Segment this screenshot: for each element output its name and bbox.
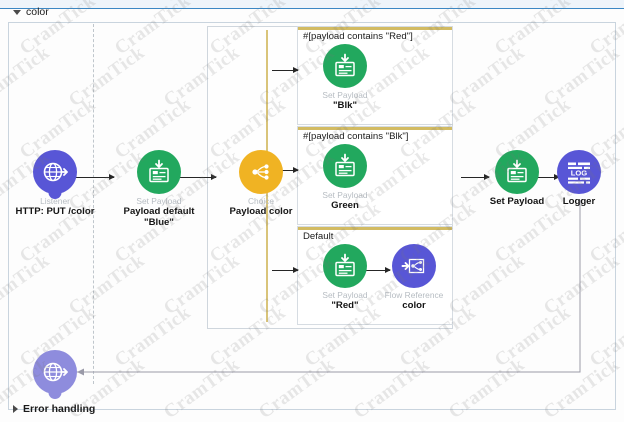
branch-condition-label: Default [303, 231, 334, 242]
node-type-label: Set Payload [322, 290, 368, 300]
triangle-down-icon[interactable] [13, 9, 21, 15]
branch-top-bar [298, 27, 452, 30]
node-flow-reference-color[interactable]: Flow Reference color [369, 244, 459, 311]
choice-bubble[interactable] [239, 150, 283, 194]
node-set-payload-tail[interactable]: Set Payload [472, 150, 562, 207]
globe-arrow-icon [43, 162, 68, 182]
node-type-label: Flow Reference [384, 290, 444, 300]
node-name-label: color [402, 300, 426, 311]
node-name-label: Set Payload [489, 196, 545, 207]
node-name-label: Payload default [123, 206, 195, 217]
node-set-payload-blk[interactable]: Set Payload "Blk" [300, 44, 390, 111]
node-name-label: Payload color [229, 206, 293, 217]
triangle-right-icon[interactable] [13, 405, 18, 413]
node-logger[interactable]: LOG Logger [534, 150, 624, 207]
listener-bubble[interactable] [33, 150, 77, 199]
error-listener-bubble[interactable] [33, 350, 77, 399]
choice-branch-when-blk[interactable]: #[payload contains "Blk"] [297, 126, 453, 225]
node-name-label-2: "Blue" [144, 217, 174, 228]
choice-branch-icon [252, 164, 269, 180]
set-payload-icon [507, 159, 527, 183]
node-error-listener[interactable] [10, 350, 100, 399]
connector-spine-to-branch-red [272, 67, 299, 73]
set-payload-icon [335, 53, 355, 77]
node-name-label: Green [331, 200, 359, 211]
flow-reference-bubble[interactable] [392, 244, 436, 288]
connector-setpayload-to-choice [178, 174, 217, 180]
node-name-label: "Blk" [332, 100, 358, 111]
node-listener[interactable]: Listener HTTP: PUT /color [10, 150, 100, 217]
connector-spine-to-branch-default [272, 267, 299, 273]
canvas-top-strip [0, 0, 624, 9]
connector-choice-to-setpayload [461, 174, 490, 180]
node-name-label: "Red" [331, 300, 359, 311]
set-payload-bubble[interactable] [495, 150, 539, 194]
set-payload-icon [335, 153, 355, 177]
connector-spine-to-branch-blk [272, 167, 299, 173]
branch-condition-label: #[payload contains "Red"] [303, 31, 413, 42]
branch-condition-label: #[payload contains "Blk"] [303, 131, 409, 142]
branch-top-bar [298, 227, 452, 230]
listener-notch [48, 390, 62, 399]
node-type-label: Set Payload [322, 190, 368, 200]
flow-header[interactable]: color [13, 6, 49, 18]
node-type-label: Choice [247, 196, 275, 206]
set-payload-bubble[interactable] [137, 150, 181, 194]
set-payload-bubble[interactable] [323, 44, 367, 88]
node-choice[interactable]: Choice Payload color [216, 150, 306, 217]
set-payload-icon [149, 159, 169, 183]
logger-icon-text: LOG [571, 168, 588, 177]
node-set-payload-red[interactable]: Set Payload "Red" [300, 244, 390, 311]
logger-bubble[interactable]: LOG [557, 150, 601, 194]
error-handling-label: Error handling [23, 403, 96, 415]
flow-reference-icon [401, 258, 425, 274]
node-type-label: Set Payload [136, 196, 182, 206]
flow-name-label: color [26, 6, 49, 18]
node-name-label: HTTP: PUT /color [15, 206, 95, 217]
choice-branch-when-red[interactable]: #[payload contains "Red"] [297, 26, 453, 125]
node-set-payload-green[interactable]: Set Payload Green [300, 144, 390, 211]
set-payload-bubble[interactable] [323, 144, 367, 188]
set-payload-icon [335, 253, 355, 277]
node-set-payload-default[interactable]: Set Payload Payload default "Blue" [114, 150, 204, 228]
connector-listener-to-setpayload [74, 174, 115, 180]
globe-arrow-icon [43, 362, 68, 382]
node-type-label: Set Payload [322, 90, 368, 100]
connector-setpayload-to-flowreference [364, 267, 391, 273]
logger-icon: LOG [568, 162, 590, 184]
error-handling-header[interactable]: Error handling [13, 403, 95, 415]
listener-notch [48, 190, 62, 199]
branch-top-bar [298, 127, 452, 130]
source-process-separator [93, 24, 94, 384]
node-name-label: Logger [562, 196, 596, 207]
set-payload-bubble[interactable] [323, 244, 367, 288]
node-type-label: Listener [40, 196, 70, 206]
flow-frame [8, 22, 616, 410]
